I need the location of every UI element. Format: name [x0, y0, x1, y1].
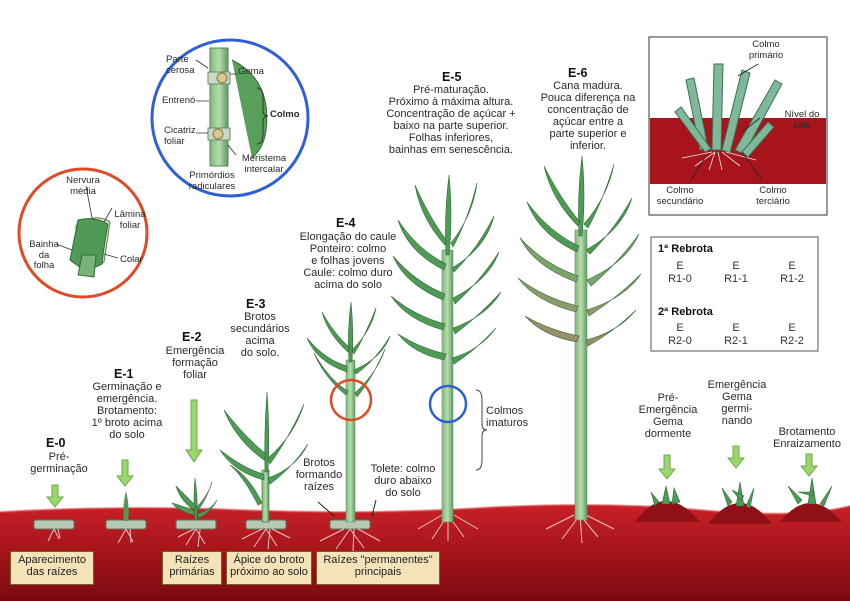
plant-e3	[219, 391, 309, 523]
immature-stalks-brace	[475, 389, 488, 471]
stage-e2-code: E-2	[182, 330, 202, 344]
stage-e0-desc: Pré-germinação	[30, 451, 88, 475]
ratoon-table-frame	[650, 236, 819, 352]
stage-e4-code: E-4	[336, 216, 356, 230]
leaf-detail-circle-marker	[329, 378, 373, 422]
stage-e6-code: E-6	[568, 66, 588, 80]
ratoon-mound-1	[635, 501, 700, 522]
label-entreno: Entrenó	[162, 95, 196, 106]
stalk-detail-circle-marker	[428, 384, 468, 424]
ratoon-inset-roots	[681, 151, 757, 171]
plant-e2	[171, 477, 218, 521]
ratoon-inset-pointers	[689, 63, 763, 183]
label-colar: Colar	[120, 254, 143, 265]
leaf-detail-drawing	[55, 185, 119, 278]
stage-e1-code: E-1	[114, 367, 134, 381]
stage-e5-desc: Pré-maturação.Próximo à máxima altura.Co…	[386, 84, 516, 156]
ratoon-table-title-1: 1ª Rebrota	[658, 243, 713, 255]
plant-e1	[123, 491, 129, 521]
roots	[47, 514, 615, 552]
label-gema: Gema	[238, 66, 264, 77]
ratoon-mound-2	[708, 503, 772, 524]
stalk-detail-circle	[150, 38, 310, 198]
ratoon-table-title-2: 2ª Rebrota	[658, 306, 713, 318]
stage-e0-code: E-0	[46, 436, 66, 450]
plant-e6	[517, 155, 642, 521]
stalk-detail-drawing	[195, 47, 269, 167]
stage-arrows	[45, 399, 819, 508]
plant-e4	[306, 301, 391, 523]
stage-e3-code: E-3	[246, 297, 266, 311]
ratoon-mound-3	[780, 503, 842, 522]
tolete-pointer	[371, 499, 377, 517]
stage-e5-code: E-5	[442, 70, 462, 84]
ratoon-shoots	[650, 477, 833, 509]
bottom-box-raizes-permanentes: Raízes "permanentes"principais	[316, 551, 440, 585]
label-colmo: Colmo	[270, 109, 300, 120]
brotos-pointer	[317, 501, 335, 517]
ratoon-inset-stalks	[674, 63, 783, 158]
